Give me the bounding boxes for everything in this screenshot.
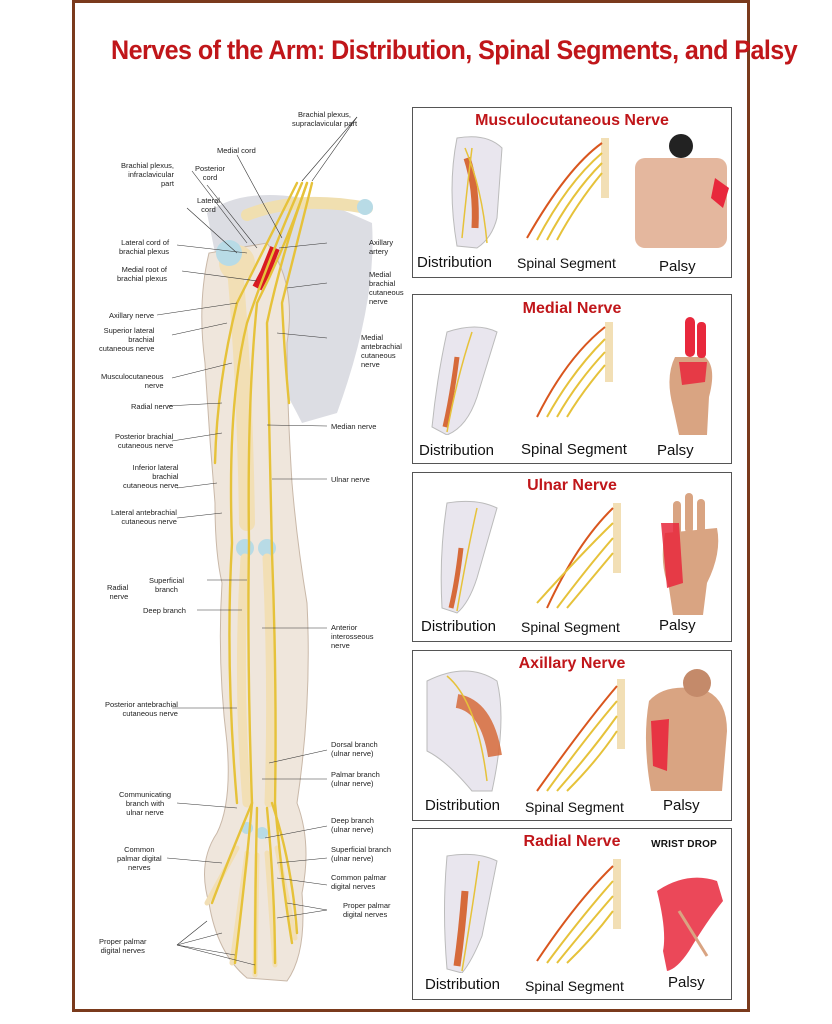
palsy-figure	[657, 877, 723, 971]
panel-illustrations	[440, 493, 719, 615]
panel-title: Medial Nerve	[522, 300, 622, 317]
nerves	[210, 181, 314, 975]
distribution-figure	[451, 136, 503, 249]
panel-medial: Medial Nerve Distribution Spinal	[412, 294, 732, 464]
label-radial-nerve-upper: Radial nerve	[131, 402, 174, 411]
palsy-figure	[661, 493, 719, 615]
ulna	[262, 553, 276, 808]
radius	[236, 553, 252, 808]
clavicle	[241, 196, 373, 221]
caption-palsy: Palsy	[659, 258, 696, 275]
label-ulnar-nerve: Ulnar nerve	[331, 475, 370, 484]
distribution-figure	[431, 326, 498, 435]
segment-figure	[536, 859, 621, 964]
panel-title: Radial Nerve	[523, 833, 621, 850]
segment-figure	[536, 503, 621, 609]
panel-title: Ulnar Nerve	[527, 477, 617, 494]
distribution-figure	[444, 853, 498, 973]
label-deep-branch: Deep branch	[143, 606, 186, 615]
caption-palsy: Palsy	[668, 974, 705, 991]
caption-distribution: Distribution	[419, 442, 495, 459]
caption-spinal-segment: Spinal Segment	[525, 799, 624, 815]
arm-illustration: Brachial plexus,supraclavicular part Bra…	[97, 103, 407, 983]
caption-palsy: Palsy	[663, 797, 700, 814]
label-median-nerve: Median nerve	[331, 422, 377, 431]
palsy-figure	[635, 134, 729, 248]
wrist-drop-note: WRIST DROP	[651, 839, 717, 850]
arm-outline	[201, 242, 309, 982]
label-brachial-supra: Brachial plexus,supraclavicular part	[292, 110, 358, 128]
caption-spinal-segment: Spinal Segment	[521, 619, 620, 635]
distribution-figure	[440, 500, 498, 614]
label-medial-cord: Medial cord	[217, 146, 256, 155]
palsy-figure	[669, 317, 713, 435]
panel-title: Axillary Nerve	[518, 655, 626, 672]
segment-figure	[526, 138, 609, 241]
label-dorsal-branch: Dorsal branch(ulnar nerve)	[331, 740, 378, 758]
panel-axillary: Axillary Nerve Distribution Spinal Segme…	[412, 650, 732, 821]
leader-lines	[156, 116, 358, 966]
caption-distribution: Distribution	[425, 976, 501, 993]
label-deep-branch-ulnar: Deep branch(ulnar nerve)	[331, 816, 374, 834]
caption-spinal-segment: Spinal Segment	[517, 255, 616, 271]
caption-spinal-segment: Spinal Segment	[525, 978, 624, 994]
caption-distribution: Distribution	[425, 797, 501, 814]
panel-illustrations	[431, 317, 713, 435]
poster: Nerves of the Arm: Distribution, Spinal …	[72, 0, 798, 1012]
label-axillary-nerve: Axillary nerve	[109, 311, 155, 320]
humerus	[227, 260, 255, 531]
segment-figure	[536, 679, 625, 792]
caption-palsy: Palsy	[659, 617, 696, 634]
poster-title: Nerves of the Arm: Distribution, Spinal …	[111, 35, 798, 65]
caption-distribution: Distribution	[417, 254, 493, 271]
caption-palsy: Palsy	[657, 442, 694, 459]
label-superficial-branch-ulnar: Superficial branch(ulnar nerve)	[331, 845, 392, 863]
caption-spinal-segment: Spinal Segment	[521, 441, 627, 458]
palsy-figure	[645, 669, 727, 791]
caption-distribution: Distribution	[421, 618, 497, 635]
panel-musculocutaneous: Musculocutaneous Nerve Distribution	[412, 107, 732, 278]
arm-drawing	[156, 116, 373, 982]
panel-illustrations	[426, 669, 727, 792]
panel-radial: Radial Nerve WRIST DROP Distribution Spi…	[412, 828, 732, 1000]
distribution-figure	[426, 670, 502, 792]
panel-ulnar: Ulnar Nerve Distribution	[412, 472, 732, 642]
label-palmar-branch: Palmar branch(ulnar nerve)	[331, 770, 380, 788]
panel-illustrations	[451, 134, 729, 249]
segment-figure	[536, 322, 613, 418]
panel-title: Musculocutaneous Nerve	[475, 112, 669, 129]
panel-illustrations	[444, 853, 723, 973]
